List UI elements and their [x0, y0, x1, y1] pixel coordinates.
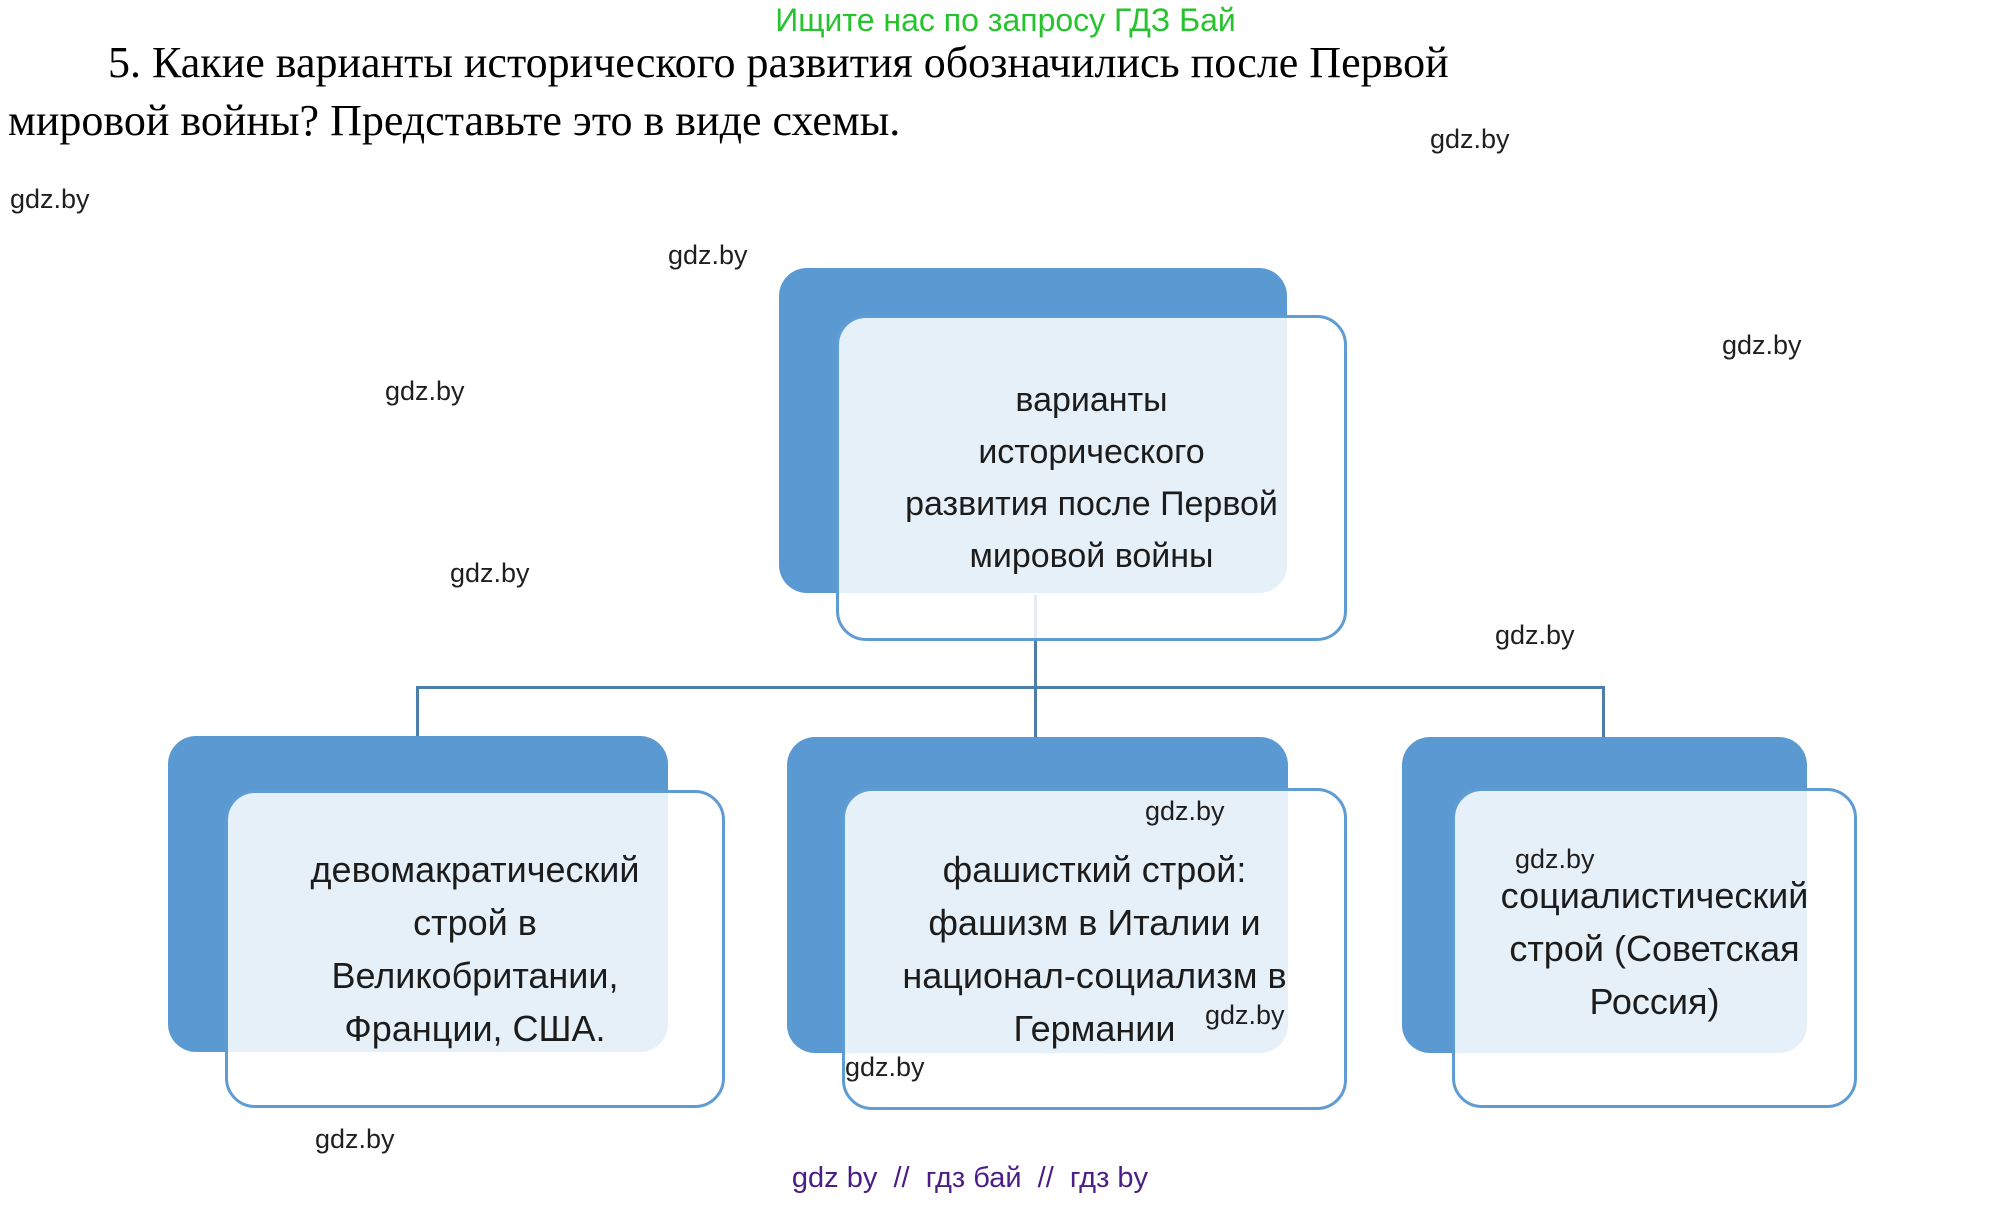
node-root-front-shape: [836, 315, 1347, 641]
connector-root-stem: [1034, 595, 1037, 737]
watermark: gdz.by: [1515, 844, 1595, 874]
question-title: 5. Какие варианты исторического развития…: [8, 38, 1449, 145]
footer-watermark: gdz by // гдз бай // гдз by: [791, 1162, 1149, 1194]
watermark: gdz.by: [1722, 330, 1802, 360]
connector-drop-left: [416, 686, 419, 737]
connector-rail: [416, 686, 1605, 689]
watermark: gdz.by: [10, 184, 90, 214]
promo-banner-text: Ищите нас по запросу ГДЗ Бай: [775, 2, 1236, 38]
watermark: gdz.by: [1205, 1000, 1285, 1030]
watermark: gdz.by: [1430, 124, 1510, 154]
watermark: gdz.by: [1495, 620, 1575, 650]
connector-drop-right: [1602, 686, 1605, 737]
node-democratic-front-shape: [225, 790, 725, 1108]
watermark: gdz.by: [845, 1052, 925, 1082]
watermark: gdz.by: [385, 376, 465, 406]
watermark: gdz.by: [1145, 796, 1225, 826]
watermark: gdz.by: [668, 240, 748, 270]
node-fascist-front-shape: [842, 788, 1347, 1110]
node-socialist-front-shape: [1452, 788, 1857, 1108]
watermark: gdz.by: [450, 558, 530, 588]
node-socialist-label: социалистический строй (Советская Россия…: [1500, 874, 1809, 1022]
node-democratic-label: девомакратический строй в Великобритании…: [310, 849, 640, 1049]
watermark: gdz.by: [315, 1124, 395, 1154]
node-root-label: варианты исторического развития после Пе…: [905, 381, 1278, 575]
node-fascist-label: фашисткий строй: фашизм в Италии и нацио…: [902, 849, 1287, 1049]
